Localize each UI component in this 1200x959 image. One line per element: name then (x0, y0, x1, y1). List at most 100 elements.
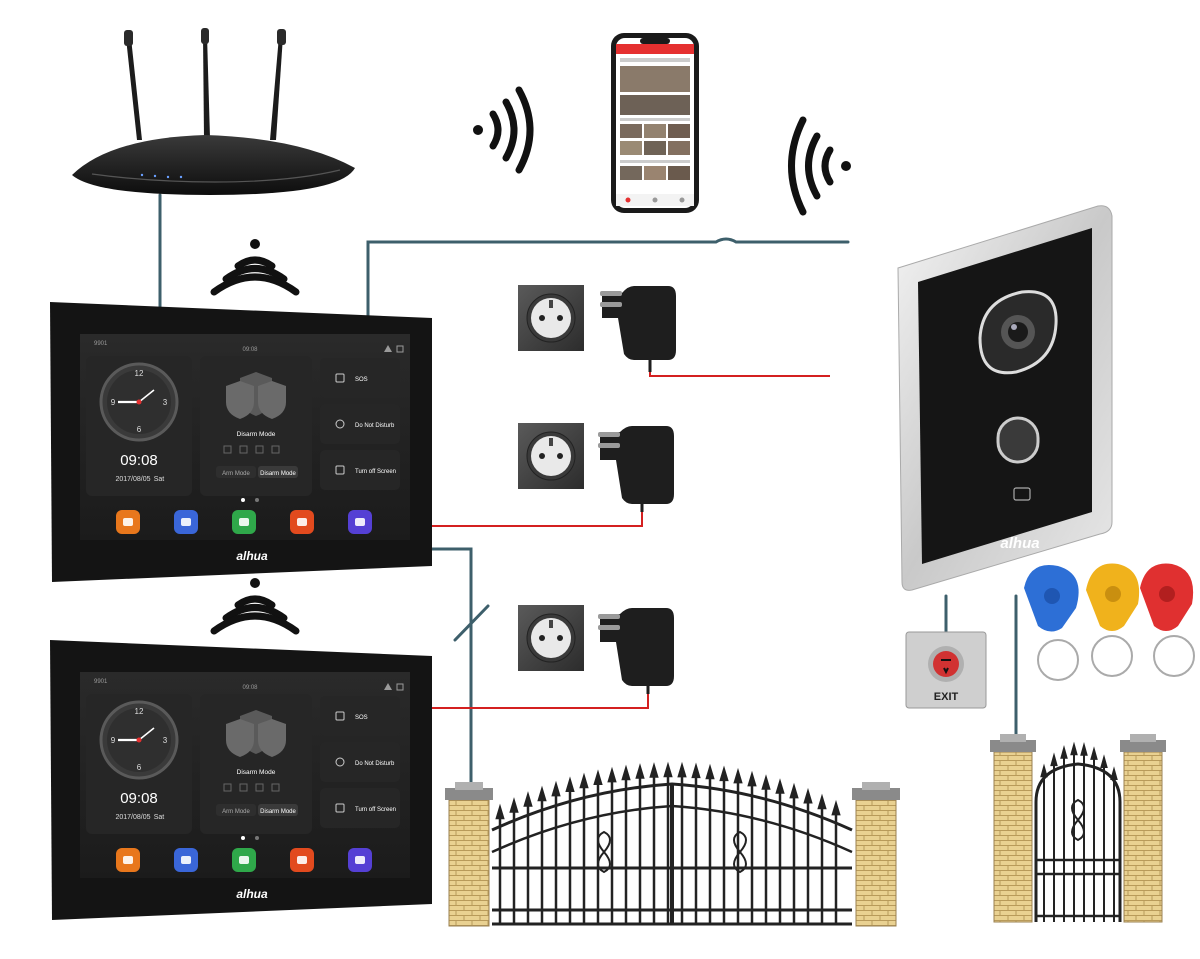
disarm-mode-button[interactable] (258, 466, 298, 478)
monitor1-power-wire (432, 508, 643, 527)
digital-time: 09:08 (120, 452, 158, 469)
clock-hand (138, 727, 155, 741)
mode-button-label: Arm Mode (222, 471, 250, 477)
menu-icon[interactable] (396, 345, 404, 353)
wicket-spike (1060, 745, 1068, 759)
sos-tile[interactable] (320, 358, 400, 398)
door-station-icon: alhua (897, 205, 1113, 591)
monitor-brand: alhua (236, 887, 268, 901)
disarm-label: Disarm Mode (237, 431, 276, 438)
clock-date: 2017/08/05 (115, 476, 150, 483)
cable-break-mark (453, 604, 490, 642)
zone-icon (271, 783, 280, 792)
sos-tile[interactable] (320, 696, 400, 736)
do-not-disturb-tile[interactable] (320, 404, 400, 444)
door-station-brand: alhua (1000, 535, 1039, 552)
mode-button-label: Disarm Mode (260, 471, 296, 477)
door-station-power-wire (649, 370, 830, 377)
zone-icon (255, 783, 264, 792)
clock-number: 9 (111, 736, 116, 745)
gate-spike (551, 780, 561, 797)
gate-spike (761, 774, 771, 790)
screen-off-icon (335, 465, 345, 475)
smartphone-icon (611, 33, 699, 213)
tile-label: Turn off Screen (355, 469, 396, 475)
wicket-spike (1070, 741, 1078, 756)
gate-spike (747, 770, 757, 787)
clock-number: 12 (135, 707, 144, 716)
gate-spike (649, 762, 659, 778)
wicket-gate-icon (990, 734, 1166, 923)
disarm-mode-button[interactable] (258, 804, 298, 816)
arm-mode-button[interactable] (216, 804, 256, 816)
zone-icon (255, 445, 264, 454)
gate-spike (607, 766, 617, 783)
gate-spike (789, 782, 799, 799)
power-adapter-icon (598, 608, 674, 694)
clock-day: Sat (154, 814, 165, 821)
clock-number: 9 (111, 398, 116, 407)
rfid-tags (1024, 563, 1195, 681)
gate-spike (537, 785, 547, 802)
tile-label: Do Not Disturb (355, 761, 395, 767)
exit-button-icon: EXIT (905, 631, 987, 709)
rfid-tag-icon (1140, 563, 1195, 677)
wicket-spike (1050, 752, 1058, 767)
warning-icon (384, 345, 392, 352)
wicket-spike (1100, 754, 1108, 769)
gate-spike (523, 791, 533, 807)
mode-button-label: Arm Mode (222, 809, 250, 815)
gate-spike (593, 769, 603, 786)
gate-spike (579, 772, 589, 789)
exit-label: EXIT (934, 691, 959, 703)
wicket-spike (1080, 741, 1088, 756)
power-socket-icon (518, 605, 584, 671)
wifi-icon (210, 239, 300, 296)
shield-icon (226, 381, 254, 419)
wicket-spike (1090, 746, 1098, 760)
gate-spike (733, 767, 743, 784)
gate-spike (621, 764, 631, 781)
turn-off-screen-tile[interactable] (320, 788, 400, 828)
wicket-spike (1040, 763, 1048, 778)
power-socket-icon (518, 285, 584, 351)
tile-label: SOS (355, 377, 368, 383)
wifi-icon (210, 578, 300, 635)
clock-hand (138, 389, 155, 403)
network-cables (158, 193, 1018, 797)
rfid-tag-icon (1024, 564, 1079, 681)
zone-icon (223, 783, 232, 792)
tile-label: Do Not Disturb (355, 423, 395, 429)
shield-icon (226, 719, 254, 757)
header-time: 09:08 (242, 685, 258, 691)
clock-number: 6 (137, 763, 142, 772)
gate-spike (677, 761, 687, 778)
sos-icon (335, 711, 345, 721)
zone-icon (239, 783, 248, 792)
card-reader-icon (1013, 487, 1031, 501)
gate-spike (775, 778, 785, 794)
arm-mode-button[interactable] (216, 466, 256, 478)
clock-number: 3 (163, 398, 168, 407)
call-button[interactable] (996, 416, 1040, 464)
zone-icon (223, 445, 232, 454)
wifi-icon (473, 86, 534, 174)
clock-number: 3 (163, 736, 168, 745)
gate-spike (719, 765, 729, 782)
gate-icon (445, 761, 900, 927)
monitor-link-cable (430, 547, 473, 797)
wifi-icon (788, 116, 851, 216)
clock-number: 6 (137, 425, 142, 434)
turn-off-screen-tile[interactable] (320, 450, 400, 490)
page-dot (255, 836, 259, 840)
monitor-to-door-station-cable (366, 237, 850, 320)
power-socket-icon (518, 423, 584, 489)
rfid-tag-icon (1086, 563, 1140, 677)
digital-time: 09:08 (120, 790, 158, 807)
menu-icon[interactable] (396, 683, 404, 691)
status-id: 9901 (94, 679, 108, 685)
do-not-disturb-tile[interactable] (320, 742, 400, 782)
